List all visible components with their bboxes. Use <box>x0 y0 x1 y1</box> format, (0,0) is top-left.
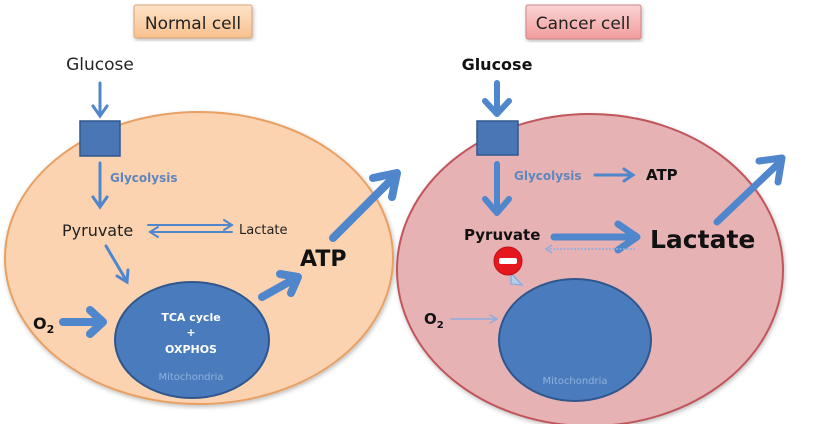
normal-atp-export-arrow <box>329 169 401 242</box>
cancer-mitochondria-label: Mitochondria <box>542 376 607 387</box>
normal-cell-membrane <box>4 111 394 405</box>
cancer-atp-label: ATP <box>646 166 678 184</box>
normal-lactate-label: Lactate <box>239 223 288 238</box>
normal-glucose-arrow <box>91 81 109 119</box>
normal-o2-arrow <box>59 306 107 338</box>
cancer-lactate-export-arrow <box>713 154 786 226</box>
cancer-pyruvate-to-mito-arrow <box>510 271 524 286</box>
normal-pyruvate-lactate-equilibrium-arrow <box>147 219 234 238</box>
normal-glycolysis-arrow <box>91 161 109 210</box>
cancer-glycolysis-label: Glycolysis <box>514 169 581 183</box>
normal-cell-title: Normal cell <box>145 14 241 34</box>
cancer-glucose-arrow <box>482 80 512 117</box>
cancer-lactate-label: Lactate <box>650 225 755 254</box>
normal-atp-label: ATP <box>300 247 346 272</box>
normal-pyruvate-label: Pyruvate <box>62 221 133 240</box>
cancer-pyruvate-to-lactate-arrow <box>550 220 641 254</box>
cancer-lactate-to-pyruvate-dotted-arrow <box>544 244 635 254</box>
normal-glucose-label: Glucose <box>66 55 134 75</box>
cancer-cell-title: Cancer cell <box>536 14 631 34</box>
cancer-title-bg <box>525 4 642 40</box>
cancer-cell-panel: Cancer cell Glucose Glycolysis ATP Pyruv… <box>396 4 786 424</box>
cancer-glucose-label: Glucose <box>462 55 533 74</box>
normal-mito-to-atp-arrow <box>258 270 302 301</box>
normal-o2-label: O2 <box>33 314 54 336</box>
cancer-pyruvate-label: Pyruvate <box>464 226 540 244</box>
normal-mitochondria-label: Mitochondria <box>158 372 223 383</box>
normal-oxphos-label: OXPHOS <box>165 343 217 356</box>
inhibition-icon <box>493 246 523 276</box>
normal-glucose-transporter <box>79 120 121 157</box>
cancer-o2-arrow <box>450 314 499 324</box>
normal-cell-title-box: Normal cell <box>133 4 253 39</box>
normal-plus-label: + <box>186 326 195 339</box>
cancer-mitochondria <box>498 278 652 402</box>
cancer-glucose-transporter <box>476 120 519 156</box>
normal-mitochondria <box>114 281 270 399</box>
cancer-glycolysis-arrow <box>482 161 512 216</box>
cancer-cell-title-box: Cancer cell <box>525 4 642 40</box>
normal-pyruvate-to-mito-arrow <box>104 244 130 285</box>
normal-tca-cycle-label: TCA cycle <box>161 311 220 324</box>
normal-cell-panel: Normal cell Glucose Glycolysis Pyruvate … <box>4 4 401 405</box>
cancer-cell-membrane <box>396 113 784 424</box>
cancer-glycolysis-to-atp-arrow <box>593 167 636 183</box>
normal-glycolysis-label: Glycolysis <box>110 171 177 185</box>
normal-title-bg <box>133 4 253 39</box>
cancer-o2-label: O2 <box>424 310 444 331</box>
